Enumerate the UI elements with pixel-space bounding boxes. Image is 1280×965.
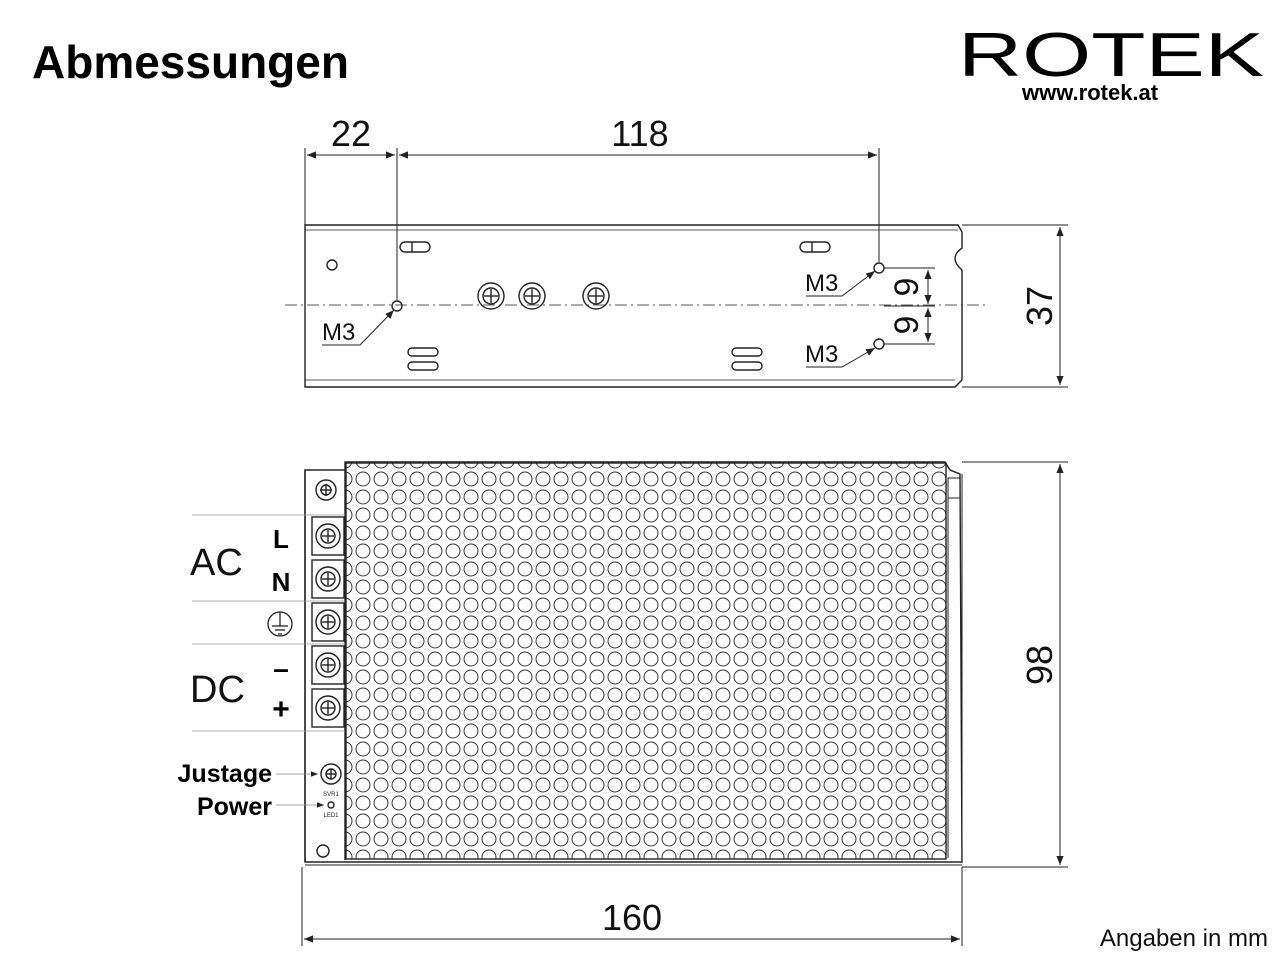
dim-22: 22: [331, 113, 371, 154]
ground-symbol-icon: [267, 611, 293, 637]
led1-icon: [327, 801, 335, 809]
terminal-plus: [311, 688, 345, 728]
dim-118: 118: [611, 113, 668, 154]
page-title: Abmessungen: [32, 36, 349, 88]
terminal-ground: [311, 602, 345, 642]
m3-label-left: M3: [322, 319, 355, 346]
dim-9-upper: 9: [888, 278, 926, 297]
led1-label: LED1: [323, 813, 339, 819]
top-view: [285, 148, 1068, 388]
terminal-minus-label: –: [273, 653, 289, 684]
logo-text: ROTEK: [958, 21, 1264, 90]
dc-label: DC: [190, 669, 245, 711]
terminal-minus: [311, 645, 345, 685]
m3-label-upper: M3: [805, 270, 838, 297]
svr1-label: SVR1: [323, 792, 339, 798]
perforated-cover: [345, 462, 947, 860]
dim-160: 160: [602, 897, 662, 938]
ac-label: AC: [190, 542, 243, 584]
m3-hole-lower: [873, 338, 885, 350]
top-view-housing: [304, 224, 963, 388]
m3-label-lower: M3: [805, 341, 838, 368]
potentiometer-svr1-icon: [320, 763, 342, 785]
terminal-l-label: L: [273, 524, 289, 554]
front-view: [192, 461, 1068, 946]
unit-note: Angaben in mm: [1100, 925, 1268, 952]
logo-url: www.rotek.at: [1021, 80, 1159, 105]
terminal-top-screw-icon: [315, 479, 337, 501]
terminal-l: [311, 516, 345, 556]
rotek-logo: ROTEK www.rotek.at: [958, 21, 1264, 105]
m3-hole-left: [391, 300, 403, 312]
terminal-n-label: N: [272, 567, 291, 597]
power-label: Power: [197, 793, 272, 821]
top-screw-3-icon: [582, 282, 610, 310]
dim-98: 98: [1019, 645, 1060, 685]
top-screw-2-icon: [518, 282, 546, 310]
justage-label: Justage: [178, 760, 273, 788]
dim-37: 37: [1019, 286, 1060, 326]
dim-9-lower: 9: [888, 316, 926, 335]
terminal-plus-label: +: [272, 693, 290, 726]
terminal-n: [311, 559, 345, 599]
top-screw-1-icon: [477, 282, 505, 310]
m3-hole-upper: [873, 262, 885, 274]
